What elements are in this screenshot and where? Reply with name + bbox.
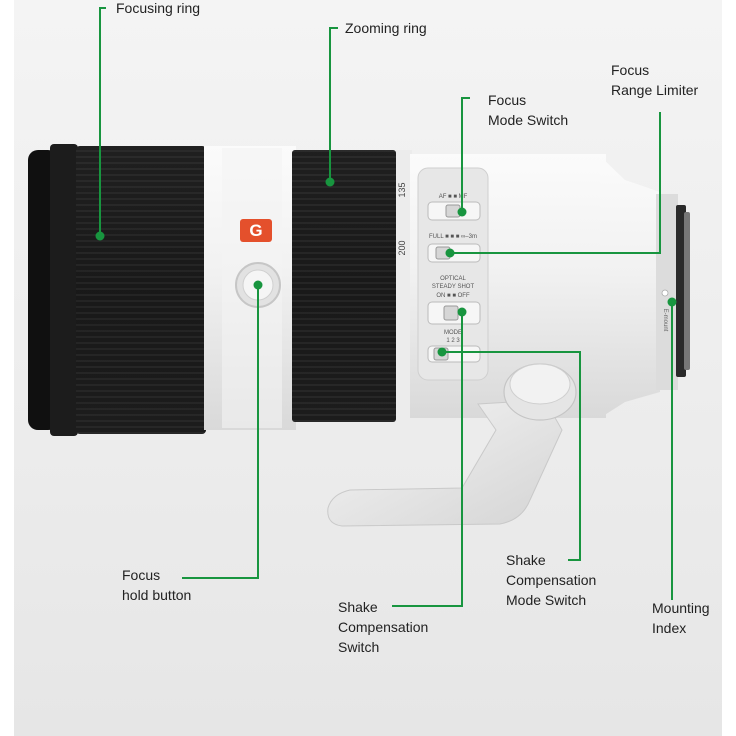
shake-compensation-switch[interactable] bbox=[427, 301, 481, 325]
label-mounting-index: Mounting Index bbox=[652, 598, 710, 638]
oss-mode-marking: MODE bbox=[444, 330, 462, 336]
callout-dot-shake-mode bbox=[437, 347, 447, 357]
oss-state-marking: ON ■ ■ OFF bbox=[436, 293, 470, 299]
callout-line-focusing-ring bbox=[99, 7, 106, 236]
focal-label-135: 135 bbox=[397, 182, 407, 197]
label-zooming-ring: Zooming ring bbox=[345, 18, 427, 38]
label-range-limiter-line-2: Range Limiter bbox=[611, 82, 699, 98]
callout-dot-zooming-ring bbox=[325, 177, 335, 187]
focal-length-scale: 200 135 bbox=[396, 150, 412, 422]
label-focus-mode-switch: Focus Mode Switch bbox=[488, 90, 568, 130]
label-focus-hold-button: Focus hold button bbox=[122, 565, 191, 605]
label-focus-hold-line-2: hold button bbox=[122, 587, 192, 603]
mounting-index-marker: E-mount bbox=[661, 289, 669, 332]
callout-dot-shake-switch bbox=[457, 307, 467, 317]
label-focus-range-limiter: Focus Range Limiter bbox=[611, 60, 698, 100]
focus-mode-switch[interactable] bbox=[427, 201, 481, 221]
focusing-ring bbox=[76, 146, 206, 434]
label-shake-compensation-mode-switch: Shake Compensation Mode Switch bbox=[506, 550, 596, 610]
oss-mode-values-marking: 1 2 3 bbox=[446, 338, 460, 344]
callout-dot-focus-hold bbox=[253, 280, 263, 290]
label-focus-mode-line-2: Mode Switch bbox=[488, 112, 569, 128]
zooming-ring bbox=[292, 150, 396, 422]
range-limiter-marking: FULL ■ ■ ■ ∞–3m bbox=[429, 234, 477, 240]
callout-dot-mount-index bbox=[667, 297, 677, 307]
focal-label-200: 200 bbox=[397, 240, 407, 255]
label-range-limiter-line-1: Focus bbox=[611, 62, 650, 78]
callout-dot-range-limiter bbox=[445, 248, 455, 258]
oss-title-marking: OPTICAL bbox=[440, 276, 466, 282]
g-brand-badge: G bbox=[240, 219, 272, 242]
mount-index-marking: E-mount bbox=[662, 309, 668, 332]
label-shake-mode-line-3: Mode Switch bbox=[506, 592, 587, 608]
callout-line-shake-switch bbox=[392, 312, 463, 607]
label-shake-switch-line-3: Switch bbox=[338, 639, 380, 655]
lens-front-bezel bbox=[28, 144, 78, 436]
callout-line-range-limiter bbox=[450, 112, 661, 254]
callout-line-focus-hold bbox=[182, 285, 259, 579]
label-shake-mode-line-2: Compensation bbox=[506, 572, 597, 588]
callout-dot-focus-mode bbox=[457, 207, 467, 217]
shake-compensation-mode-switch[interactable] bbox=[427, 345, 481, 363]
label-shake-switch-line-2: Compensation bbox=[338, 619, 429, 635]
label-focusing-ring-line-1: Focusing ring bbox=[116, 0, 201, 16]
focus-mode-marking: AF ■ ■ MF bbox=[439, 194, 468, 200]
oss-title2-marking: STEADY SHOT bbox=[432, 284, 475, 290]
label-shake-compensation-switch: Shake Compensation Switch bbox=[338, 597, 428, 657]
callout-line-shake-mode bbox=[442, 351, 581, 561]
label-mounting-index-line-1: Mounting bbox=[652, 600, 710, 616]
callout-line-focus-mode bbox=[461, 97, 470, 212]
label-focus-mode-line-1: Focus bbox=[488, 92, 527, 108]
g-brand-letter: G bbox=[249, 221, 262, 240]
callout-dots bbox=[95, 177, 677, 357]
callout-dot-focusing-ring bbox=[95, 231, 105, 241]
label-focus-hold-line-1: Focus bbox=[122, 567, 161, 583]
callout-lines bbox=[99, 7, 673, 607]
tripod-foot bbox=[327, 363, 577, 527]
callout-line-zooming-ring bbox=[329, 27, 338, 182]
label-shake-switch-line-1: Shake bbox=[338, 599, 378, 615]
label-mounting-index-line-2: Index bbox=[652, 620, 687, 636]
label-focusing-ring: Focusing ring bbox=[116, 0, 200, 18]
switch-panel: AF ■ ■ MF FULL ■ ■ ■ ∞–3m OPTICAL STEADY… bbox=[417, 167, 489, 381]
label-shake-mode-line-1: Shake bbox=[506, 552, 546, 568]
label-zooming-ring-line-1: Zooming ring bbox=[345, 20, 427, 36]
